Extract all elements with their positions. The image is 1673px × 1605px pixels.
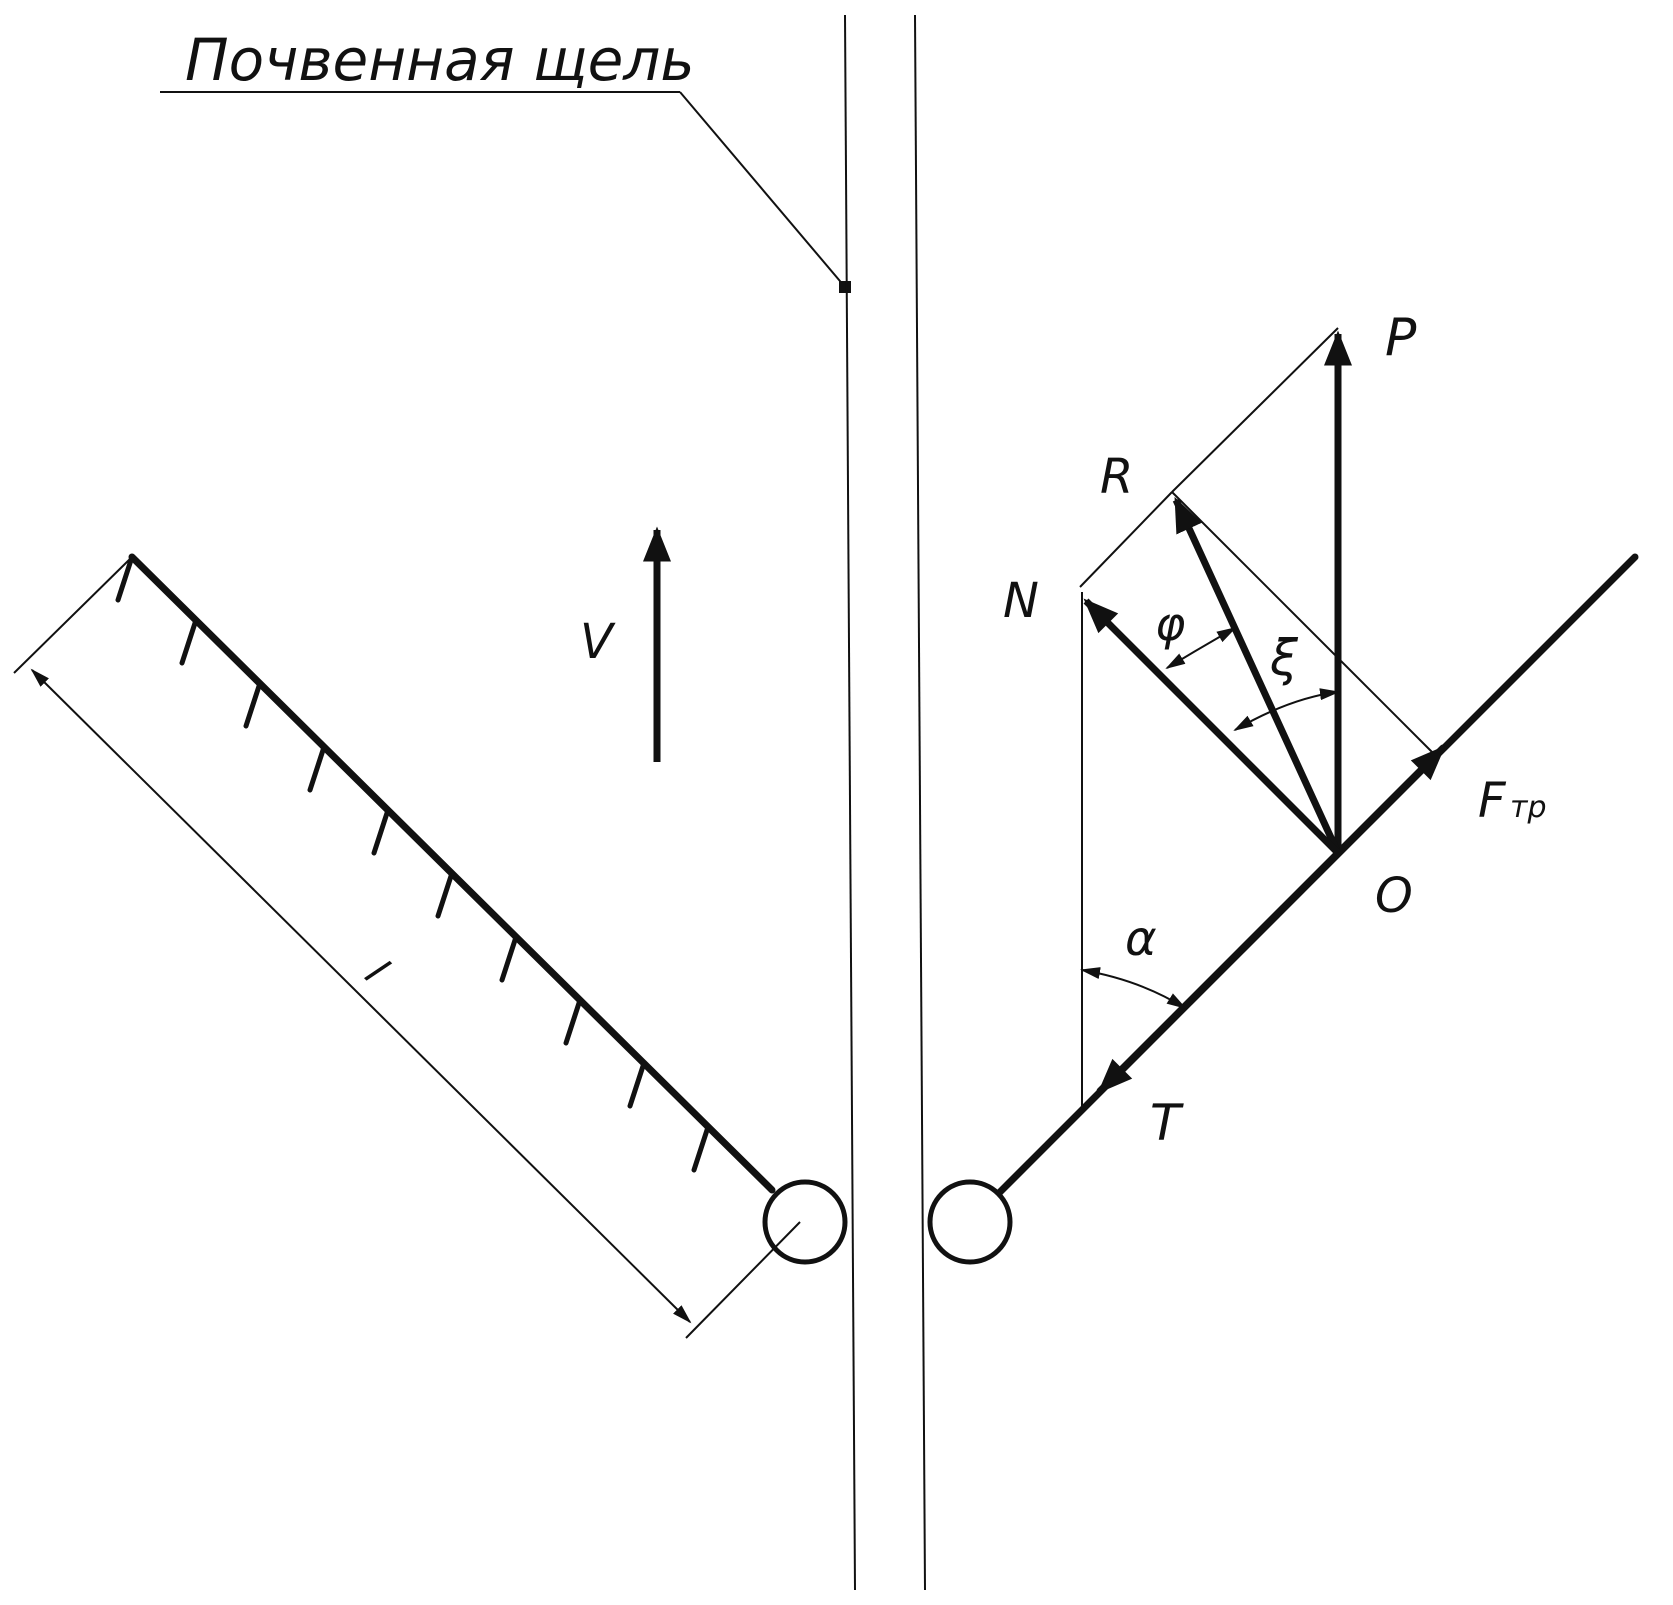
blade-teeth (115, 554, 711, 1173)
left-pivot-circle (762, 1179, 848, 1265)
blade-tooth (371, 807, 391, 856)
label-o: O (1375, 868, 1413, 924)
blade-tooth (307, 744, 327, 793)
right-pivot-circle (927, 1179, 1013, 1265)
blade-tooth (499, 934, 519, 983)
leader-line (679, 91, 846, 288)
label-p: P (1385, 308, 1417, 368)
label-phi: φ (1155, 597, 1185, 651)
blade-tooth (563, 997, 583, 1046)
dim-extension-top (13, 556, 133, 674)
leader-dot (839, 281, 851, 293)
r-to-n-line (1079, 491, 1173, 588)
blade-tooth (691, 1124, 711, 1173)
label-alpha: α (1125, 911, 1157, 967)
vector-N (1083, 598, 1341, 856)
dim-extension-bottom (685, 1221, 801, 1339)
dim-line-l (30, 668, 692, 1324)
angle-alpha-arc (1080, 967, 1187, 1010)
angle-xi-arc (1233, 688, 1340, 732)
label-xi: ξ (1269, 629, 1299, 687)
p-to-r-line (1171, 327, 1339, 493)
label-n: N (1003, 573, 1039, 629)
label-f-subscript: тр (1510, 790, 1547, 825)
label-l: l (356, 952, 396, 992)
vector-R (1172, 496, 1342, 855)
blade-tooth (115, 554, 135, 603)
label-t: T (1150, 1094, 1184, 1152)
slot-wall-left (844, 14, 856, 1591)
tangential-vector-T (1096, 849, 1342, 1095)
blade-tooth (435, 870, 455, 919)
blade-tooth (627, 1060, 647, 1109)
angle-phi-arc (1165, 627, 1237, 670)
r-to-blade-line (1171, 491, 1436, 756)
blade-tooth (179, 617, 199, 666)
blade-tooth (243, 680, 263, 729)
slot-wall-right (914, 14, 926, 1591)
label-v: V (580, 614, 616, 670)
friction-vector (1334, 744, 1447, 857)
label-f: F (1478, 773, 1507, 829)
title-label: Почвенная щель (185, 26, 695, 94)
label-r: R (1100, 449, 1133, 505)
